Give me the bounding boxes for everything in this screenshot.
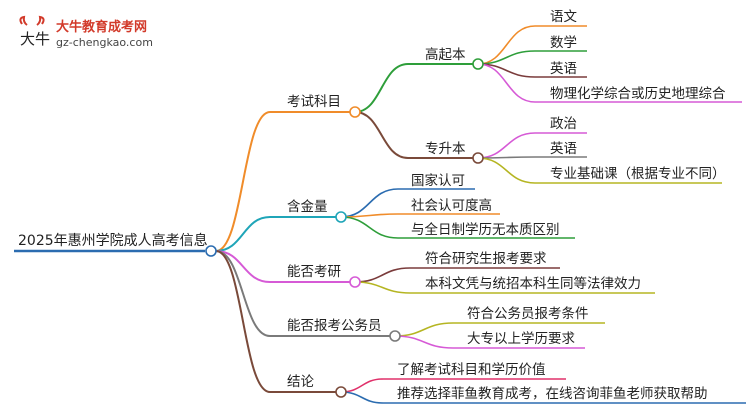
branch-label-conclusion[interactable]: 结论 [287,374,314,390]
branch-label-exam-subjects[interactable]: 考试科目 [287,94,341,110]
leaf-label-civil-conditions[interactable]: 符合公务员报考条件 [467,306,589,322]
leaf-label-science-or-humanities[interactable]: 物理化学综合或历史地理综合 [550,86,726,102]
knob-civil-service[interactable] [389,330,401,342]
knob-exam-subjects[interactable] [349,106,361,118]
knob-value[interactable] [335,211,347,223]
leaf-label-politics[interactable]: 政治 [550,116,577,132]
connector-value-0 [340,188,399,218]
leaf-label-national-recognition[interactable]: 国家认可 [411,173,465,189]
root-node-label[interactable]: 2025年惠州学院成人高考信息 [18,233,208,249]
connector-civil-0 [394,322,454,337]
sub-branch-label-zhuanshengben[interactable]: 专升本 [425,141,466,157]
branch-label-civil-service[interactable]: 能否报考公务员 [287,318,382,334]
knob-root[interactable] [205,245,217,257]
connector-root-branch-0 [215,111,271,252]
leaf-label-understand-value[interactable]: 了解考试科目和学历价值 [397,362,546,378]
sub-branch-label-gaoqiben[interactable]: 高起本 [425,47,466,63]
connector-leaf-a3 [477,63,536,103]
leaf-label-legal-equivalence[interactable]: 本科文凭与统招本科生同等法律效力 [425,276,641,292]
knob-graduate-exam[interactable] [349,276,361,288]
leaf-label-english-2[interactable]: 英语 [550,141,577,157]
connector-grad-0 [354,267,411,283]
knob-zhuanshengben[interactable] [472,152,484,164]
connector-value-2 [340,216,399,239]
connector-root-branch-4 [215,250,271,393]
logo-mark: 大牛 [20,30,50,48]
branch-label-value[interactable]: 含金量 [287,199,328,215]
connector-sub-0 [354,63,409,113]
bull-logo-icon: 大牛 [19,15,50,48]
leaf-label-major-basics[interactable]: 专业基础课（根据专业不同） [550,166,726,182]
connector-leaf-b2 [477,157,536,184]
knob-conclusion[interactable] [335,386,347,398]
connector-sub-1 [354,111,409,159]
branch-label-graduate-exam[interactable]: 能否考研 [287,264,341,280]
leaf-label-math[interactable]: 数学 [550,35,577,51]
connector-conclusion-0 [340,378,384,393]
knob-gaoqiben[interactable] [472,58,484,70]
connector-root-branch-2 [215,250,271,283]
connector-root-branch-1 [215,216,271,252]
leaf-label-recommendation[interactable]: 推荐选择菲鱼教育成考，在线咨询菲鱼老师获取帮助 [397,386,708,402]
logo-url: gz-chengkao.com [56,36,153,49]
leaf-label-equal-to-fulltime[interactable]: 与全日制学历无本质区别 [411,222,560,238]
connector-leaf-b0 [477,132,536,159]
connector-root-branch-3 [215,250,271,337]
leaf-label-grad-requirements[interactable]: 符合研究生报考要求 [425,251,547,267]
connector-grad-1 [354,281,411,294]
leaf-label-english-1[interactable]: 英语 [550,61,577,77]
logo-title: 大牛教育成考网 [56,20,148,35]
leaf-label-college-degree[interactable]: 大专以上学历要求 [467,331,575,347]
leaf-label-social-recognition[interactable]: 社会认可度高 [411,198,492,214]
connector-conclusion-1 [340,391,384,404]
connector-civil-1 [394,335,454,349]
leaf-label-chinese[interactable]: 语文 [550,9,577,25]
site-logo[interactable]: 大牛 大牛教育成考网 gz-chengkao.com [14,14,194,54]
